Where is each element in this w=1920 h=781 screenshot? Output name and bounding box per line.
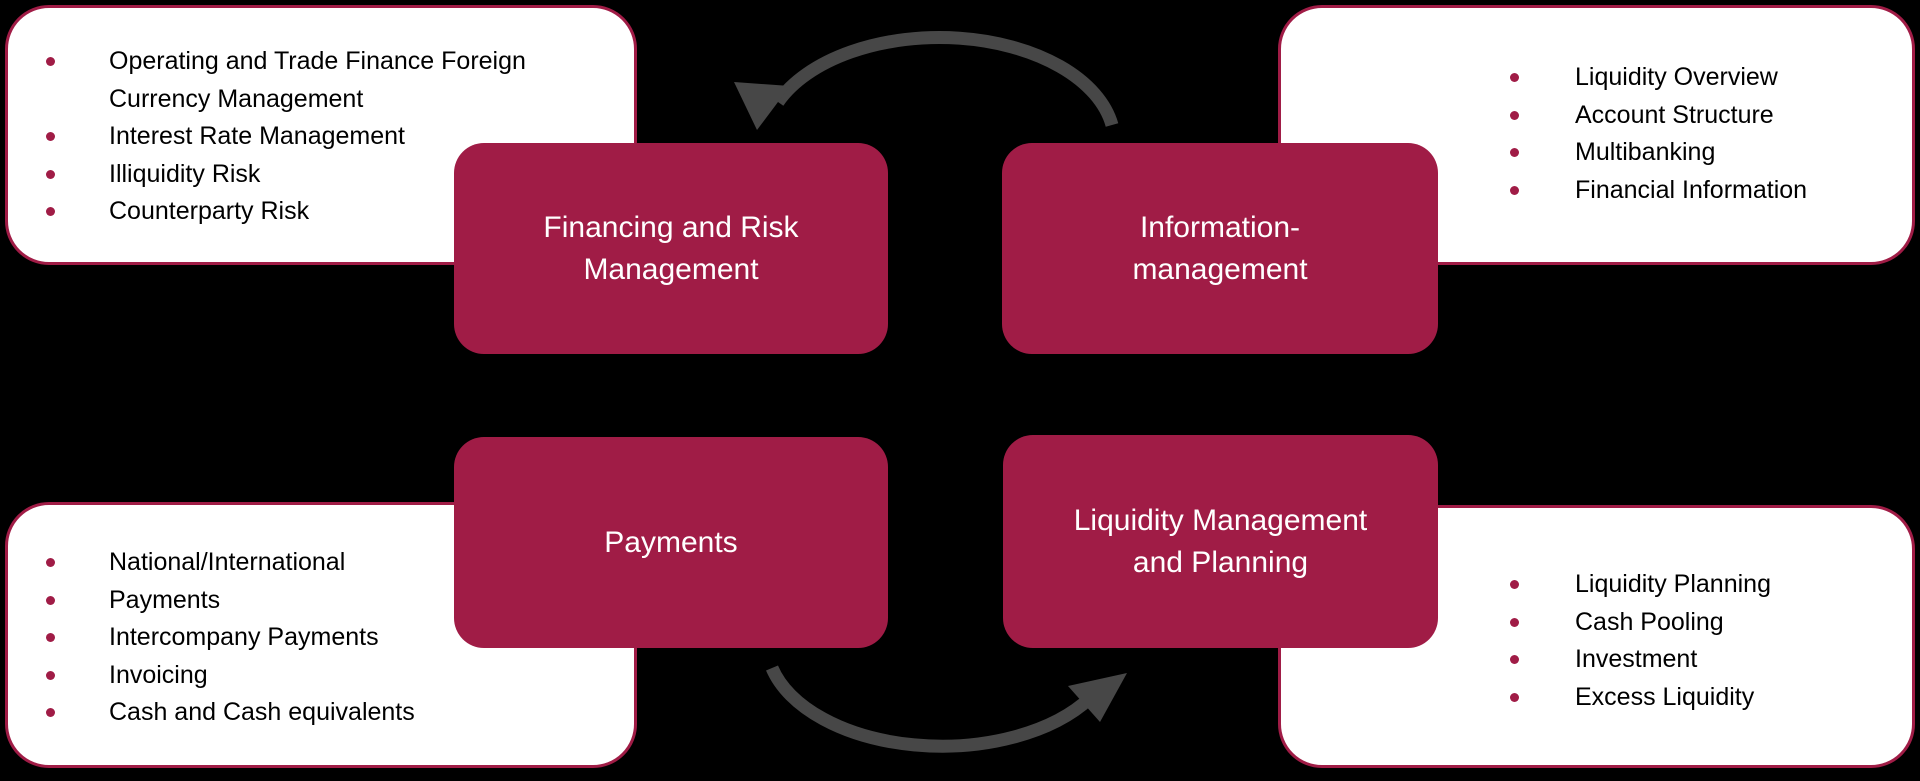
liquidity-list: Liquidity Planning Cash Pooling Investme… <box>1510 566 1895 716</box>
bullet-icon <box>46 558 55 567</box>
list-item-text: Liquidity Overview <box>1575 63 1778 91</box>
pillar-liquidity-management-planning: Liquidity Management and Planning <box>1003 435 1438 648</box>
bullet-icon <box>1510 655 1519 664</box>
list-item: Financial Information <box>1510 172 1895 210</box>
pillar-financing-risk-management: Financing and Risk Management <box>454 143 888 354</box>
list-item: Excess Liquidity <box>1510 679 1895 717</box>
pillar-label-line: Management <box>583 252 759 286</box>
bullet-icon <box>46 708 55 717</box>
pillar-label-line: management <box>1132 252 1308 286</box>
list-item-text: Account Structure <box>1575 100 1774 129</box>
detail-box-information: Liquidity Overview Account Structure Mul… <box>1278 5 1915 265</box>
list-item-text: Counterparty Risk <box>109 197 310 225</box>
pillar-label-line: Liquidity Management <box>1073 503 1368 537</box>
list-item: Operating and Trade Finance Foreign Curr… <box>46 43 591 118</box>
list-item: Liquidity Planning <box>1510 566 1895 604</box>
pillar-label-line: Payments <box>604 525 738 559</box>
bullet-icon <box>46 132 55 141</box>
list-item-text: Multibanking <box>1575 138 1716 166</box>
list-item-text: Cash and Cash equivalents <box>109 698 415 726</box>
bullet-icon <box>1510 580 1519 589</box>
bullet-icon <box>46 207 55 216</box>
list-item: Illiquidity Risk <box>46 156 591 194</box>
bullet-icon <box>46 595 55 605</box>
arrowhead-left-icon <box>734 82 790 130</box>
bullet-icon <box>1510 617 1519 627</box>
bullet-icon <box>46 670 55 680</box>
list-item-text: Invoicing <box>109 660 208 689</box>
bullet-icon <box>1510 185 1519 195</box>
arrowhead-right-icon <box>1068 673 1127 722</box>
bullet-icon <box>1510 692 1519 702</box>
detail-box-financing-risk: Operating and Trade Finance Foreign Curr… <box>5 5 637 265</box>
list-item: Account Structure <box>1510 97 1895 135</box>
list-item-text: Illiquidity Risk <box>109 159 261 188</box>
list-item-text: National/International <box>109 548 346 576</box>
list-item-text: Interest Rate Management <box>109 122 405 150</box>
list-item-text: Operating and Trade Finance Foreign Curr… <box>109 47 526 113</box>
information-list: Liquidity Overview Account Structure Mul… <box>1510 59 1895 209</box>
cycle-arrow-bottom-icon <box>766 665 1095 753</box>
pillar-label-line: Information- <box>1139 210 1301 244</box>
list-item: Cash and Cash equivalents <box>46 694 606 732</box>
list-item-text: Payments <box>109 585 221 614</box>
payments-list: National/International Payments Intercom… <box>46 544 606 732</box>
bullet-icon <box>46 633 55 642</box>
list-item-text: Financial Information <box>1575 175 1808 204</box>
list-item: National/International <box>46 544 606 582</box>
pillar-information-management: Information- management <box>1002 143 1438 354</box>
financing-risk-list: Operating and Trade Finance Foreign Curr… <box>46 43 591 231</box>
bullet-icon <box>1510 148 1519 157</box>
list-item: Invoicing <box>46 657 606 695</box>
cycle-arrow-top-icon <box>772 31 1119 127</box>
bullet-icon <box>46 57 55 66</box>
list-item-text: Excess Liquidity <box>1575 682 1755 711</box>
list-item: Intercompany Payments <box>46 619 606 657</box>
bullet-icon <box>1510 110 1519 120</box>
list-item: Cash Pooling <box>1510 604 1895 642</box>
list-item-text: Liquidity Planning <box>1575 570 1771 598</box>
bullet-icon <box>1510 73 1519 82</box>
list-item: Interest Rate Management <box>46 118 591 156</box>
list-item: Multibanking <box>1510 134 1895 172</box>
pillar-label-line: Financing and Risk <box>543 210 799 244</box>
list-item-text: Cash Pooling <box>1575 607 1724 636</box>
bullet-icon <box>46 169 55 179</box>
list-item: Payments <box>46 582 606 620</box>
list-item: Liquidity Overview <box>1510 59 1895 97</box>
list-item: Counterparty Risk <box>46 193 591 231</box>
pillar-label-line: and Planning <box>1132 545 1309 579</box>
list-item: Investment <box>1510 641 1895 679</box>
list-item-text: Intercompany Payments <box>109 623 379 651</box>
pillar-payments: Payments <box>454 437 888 648</box>
list-item-text: Investment <box>1575 645 1698 673</box>
